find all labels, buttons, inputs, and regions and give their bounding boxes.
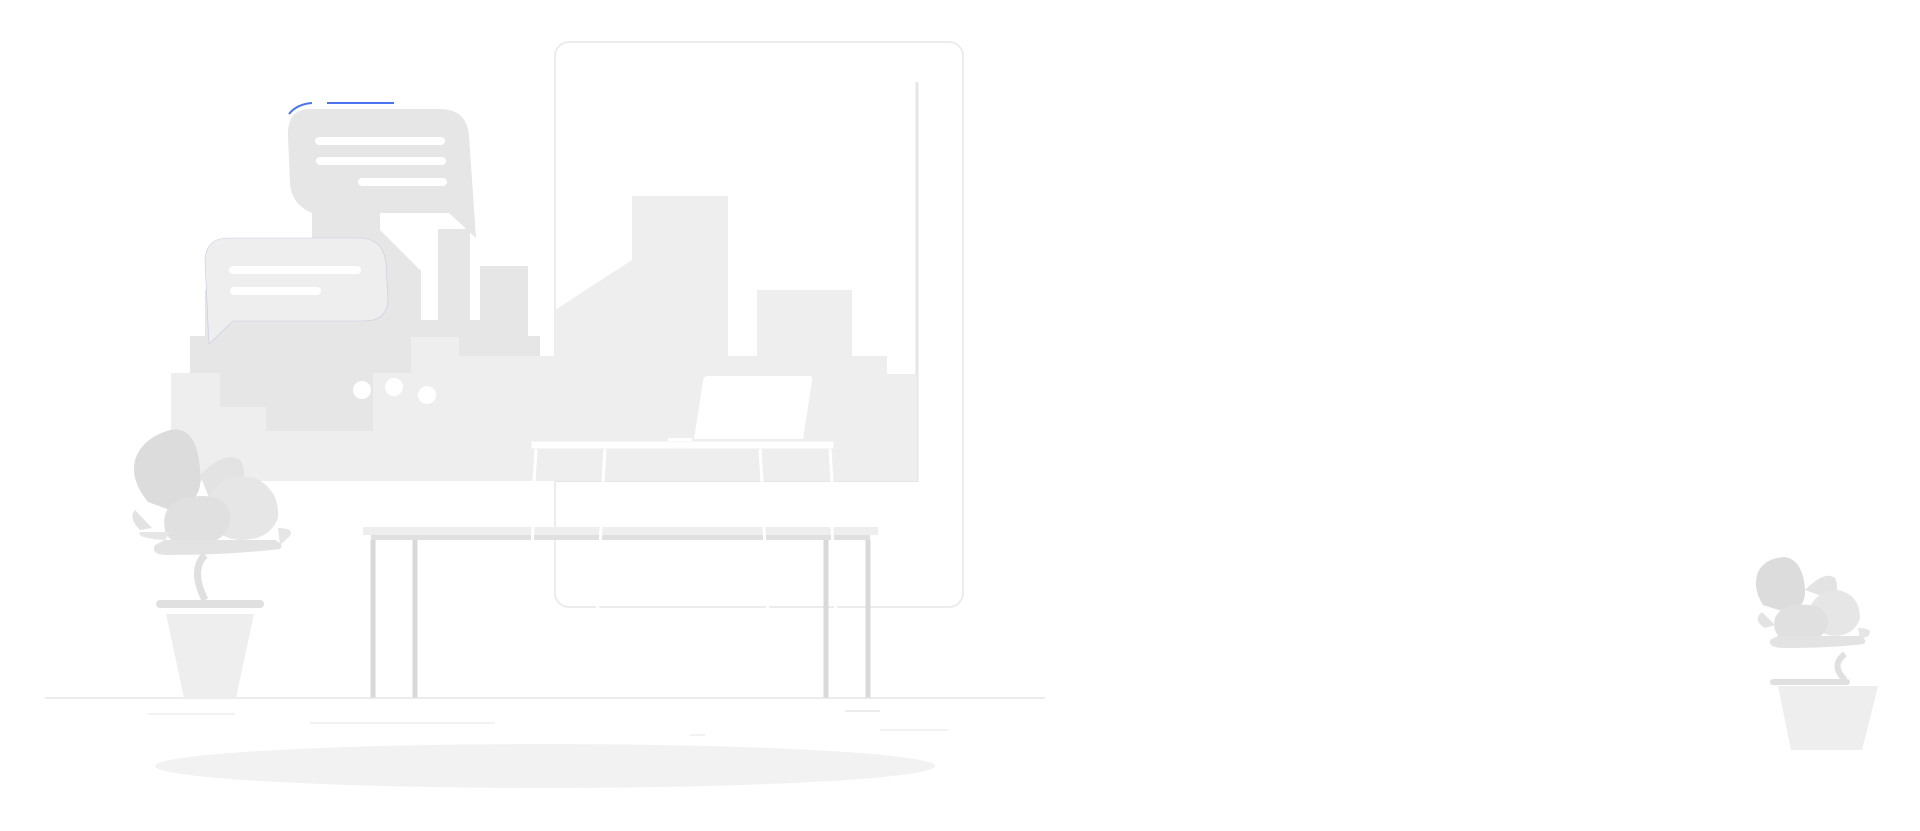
accent-curve <box>288 102 313 115</box>
typing-dots <box>353 378 436 404</box>
city-skyline <box>555 196 917 482</box>
message-line <box>358 178 447 186</box>
plant-right <box>1755 557 1878 750</box>
message-line <box>315 137 445 145</box>
laptop-icon <box>668 376 813 441</box>
speech-bubble-bottom <box>204 237 389 345</box>
back-desk <box>530 376 835 483</box>
floor <box>45 697 1045 788</box>
message-line <box>230 287 321 295</box>
message-line <box>316 157 446 165</box>
front-desk <box>363 526 878 771</box>
floor-shadow <box>155 744 935 788</box>
message-line <box>229 266 361 274</box>
plant-left <box>132 429 292 698</box>
